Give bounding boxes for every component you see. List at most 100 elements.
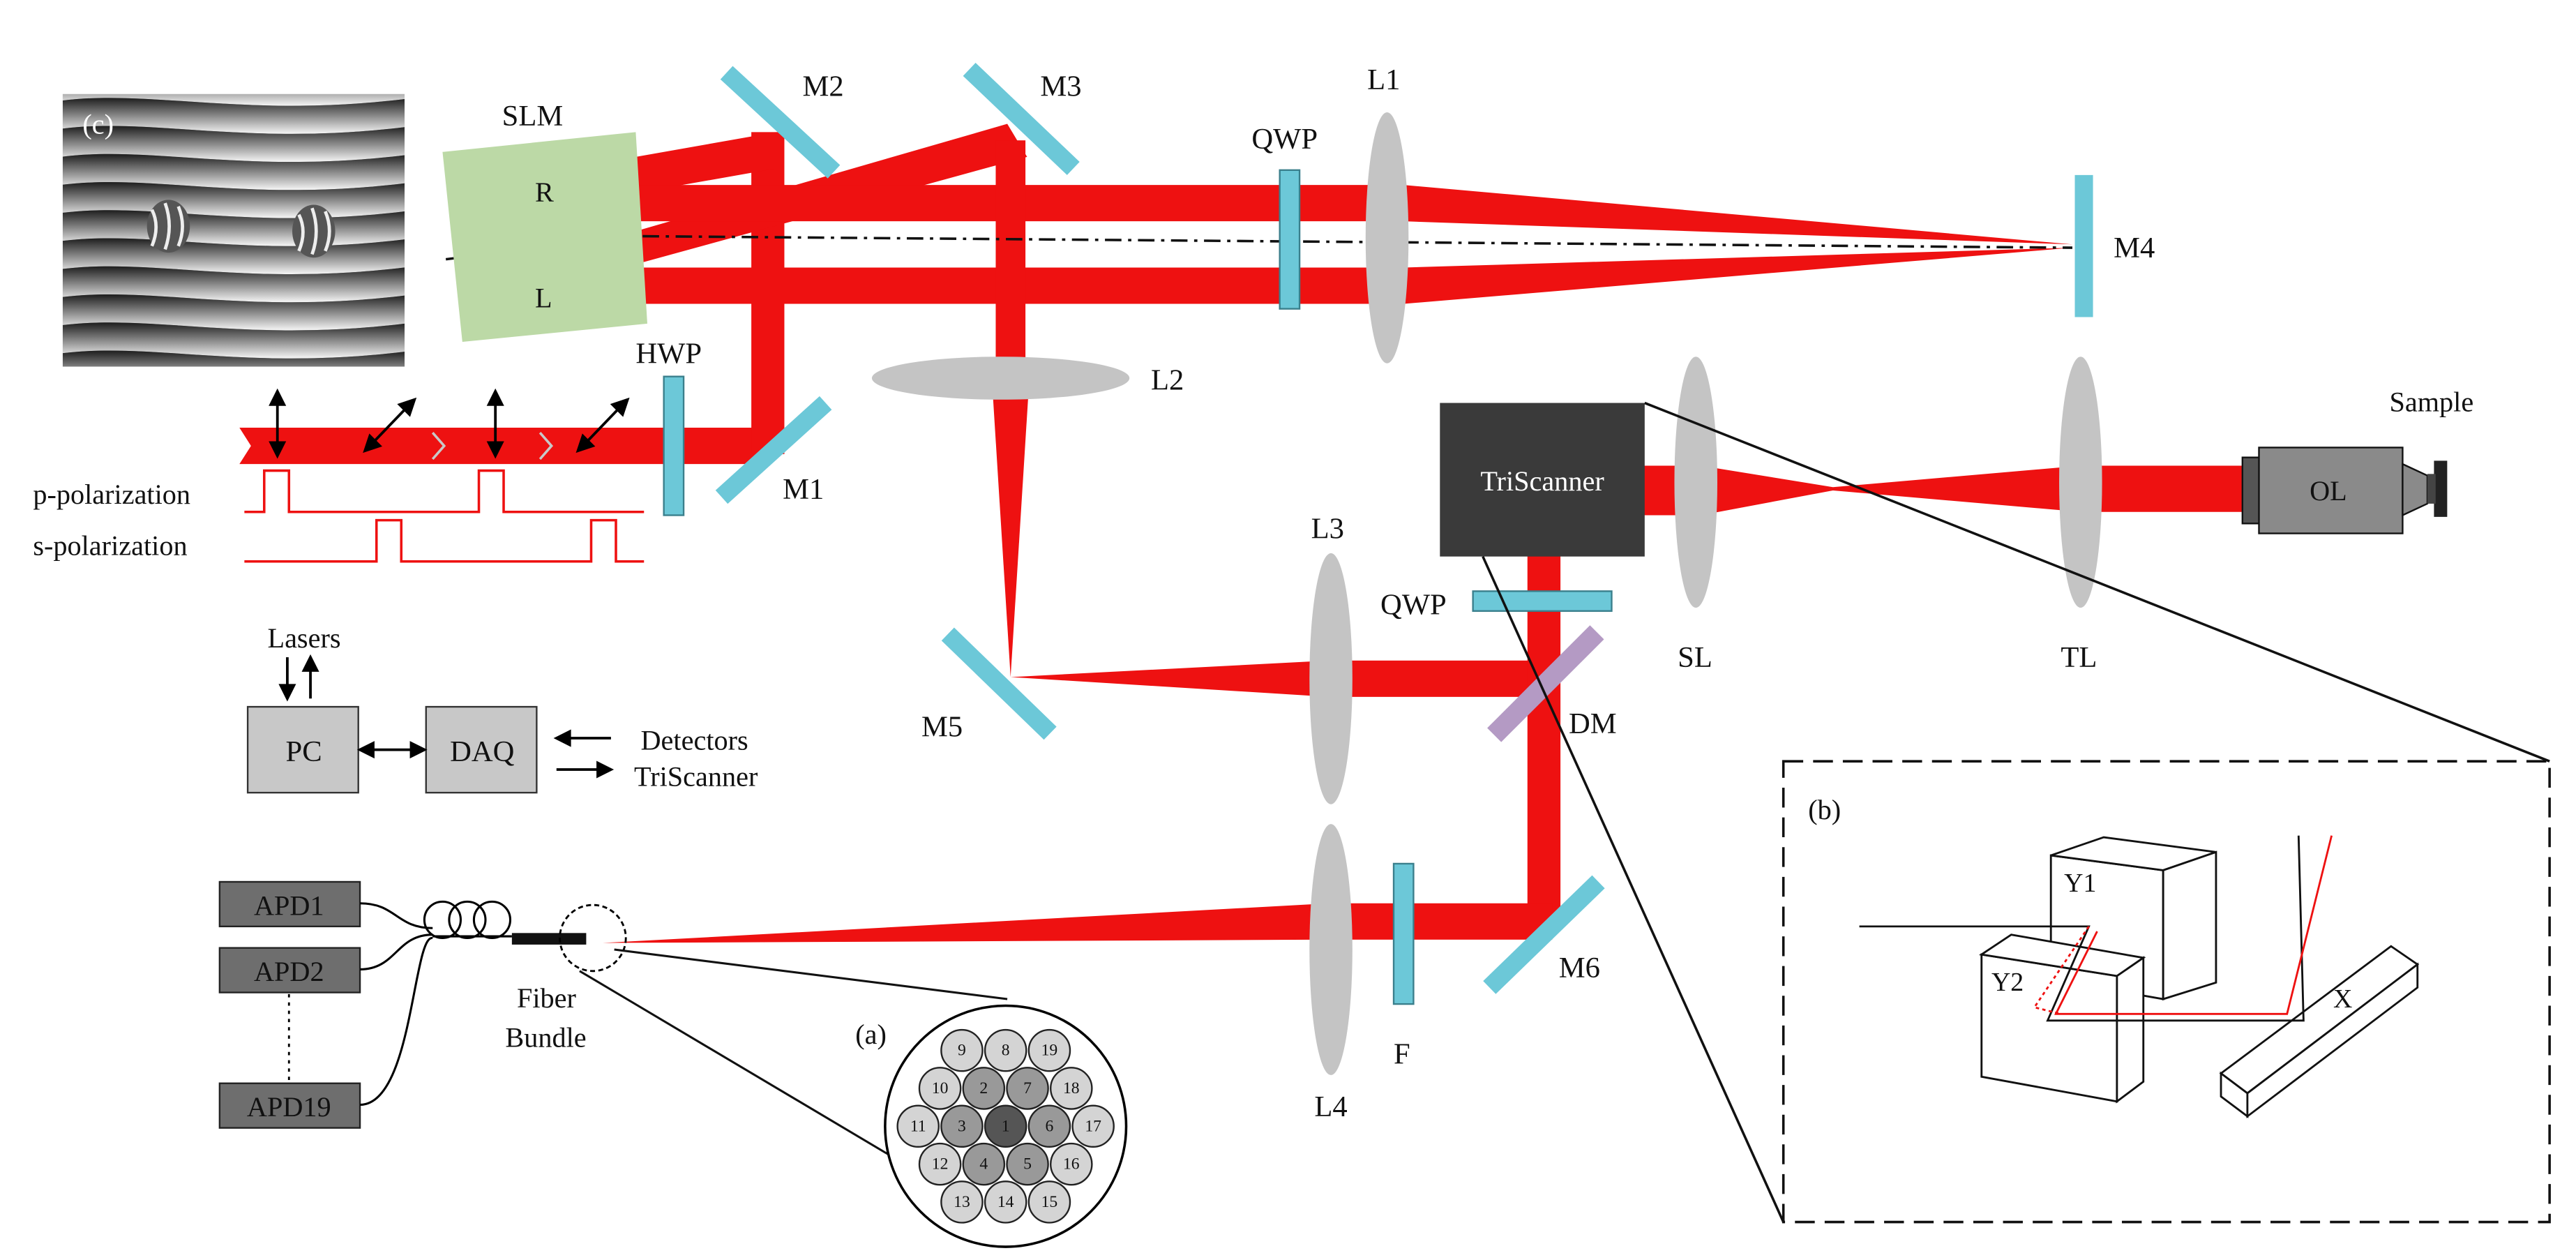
fiber-core-number: 13: [954, 1193, 970, 1211]
slm-panel: [442, 132, 647, 342]
lasers-arrows: [278, 654, 319, 702]
fiber-core-1: [984, 1104, 1027, 1148]
lens-l4: [1309, 824, 1353, 1075]
mirrors: [715, 62, 2093, 994]
fiber-core-number: 11: [910, 1117, 926, 1135]
dm-label: DM: [1569, 707, 1617, 740]
fiber-core-number: 2: [979, 1079, 988, 1097]
triscanner-label: TriScanner: [1480, 465, 1604, 497]
objective-lens: [2241, 447, 2448, 534]
phase-stripe: [62, 93, 405, 106]
m1-label: M1: [783, 473, 824, 506]
lens-sl: [1674, 357, 1717, 608]
pc-label: PC: [286, 735, 322, 768]
p-pulse-train: [244, 469, 645, 513]
fiber-core-number: 9: [958, 1042, 966, 1060]
fiber-core-19: [1027, 1028, 1071, 1072]
mirror-labels: M1 M2 M3 M4 M5 M6: [783, 70, 2155, 984]
phase-stripe: [62, 294, 405, 331]
lens-tl: [2059, 357, 2102, 608]
s-polarization-label: s-polarization: [33, 530, 187, 561]
apd-boxes: [218, 880, 361, 1129]
fiber-core-number: 3: [958, 1117, 966, 1135]
phase-stripe: [62, 350, 405, 367]
fiber-core-number: 6: [1046, 1117, 1054, 1135]
fiber-core-10: [918, 1067, 962, 1110]
qwp-mid-label: QWP: [1380, 589, 1447, 622]
slm-label: SLM: [502, 100, 564, 133]
fiber-core-number: 8: [1002, 1042, 1010, 1060]
m2-label: M2: [803, 70, 844, 103]
fiber-zoom-circle: [559, 903, 627, 973]
inset-b-frame: [1782, 760, 2551, 1224]
lens-l2: [871, 357, 1130, 400]
fiber-core-5: [1006, 1142, 1049, 1186]
fiber-core-14: [984, 1180, 1027, 1224]
sl-label: SL: [1678, 641, 1712, 674]
fiber-core-number: 16: [1063, 1155, 1080, 1173]
apd19-box: [218, 1082, 361, 1129]
m6-label: M6: [1559, 952, 1600, 984]
l3-label: L3: [1311, 513, 1344, 546]
dichroic-mirror: [1487, 625, 1604, 742]
phase-stripe: [62, 266, 405, 303]
triscanner-box: [1440, 403, 1645, 557]
m4-label: M4: [2114, 232, 2155, 264]
fiber-core-number: 5: [1023, 1155, 1032, 1173]
zoom-line-bottom: [1482, 555, 1785, 1223]
fiber-core-17: [1071, 1104, 1115, 1148]
apd1-box: [218, 880, 361, 928]
vortex-spots: [146, 200, 336, 258]
input-beam: [239, 428, 768, 465]
fiber-core-number: 17: [1085, 1117, 1101, 1135]
inset-c-phase-pattern: (c): [62, 93, 405, 367]
fiber-core-15: [1027, 1180, 1071, 1224]
zoom-line-a-bottom: [579, 970, 906, 1166]
sample-holder: [2434, 460, 2448, 517]
mirror-m5: [941, 627, 1057, 740]
inset-b-label: (b): [1808, 794, 1841, 825]
lens-l3: [1309, 553, 1353, 804]
zoom-line-top: [1644, 401, 2550, 763]
fiber-core-number: 15: [1041, 1193, 1058, 1211]
fiber-core-number: 12: [932, 1155, 949, 1173]
hwp-label: HWP: [635, 338, 702, 370]
daq-box: [425, 705, 538, 794]
fiber-core-number: 4: [979, 1155, 988, 1173]
fiber-core-7: [1006, 1067, 1049, 1110]
mirror-m3: [963, 62, 1080, 175]
mirror-y1-side: [2162, 850, 2217, 1000]
p-polarization-label: p-polarization: [33, 479, 190, 510]
polarization-arrows: [269, 388, 630, 459]
fiber-core-number: 14: [997, 1193, 1014, 1211]
beam-upper-m4: [635, 185, 2072, 245]
x-label: X: [2333, 984, 2352, 1014]
fiber-core-number: 18: [1063, 1079, 1080, 1097]
y1-label: Y1: [2064, 869, 2096, 898]
beam-l2-m5: [992, 388, 1029, 677]
pc-box: [246, 705, 359, 794]
fiber-core-number: 19: [1041, 1042, 1058, 1060]
beam-triscanner-m6: [1527, 553, 1561, 925]
mirror-x-side: [2246, 962, 2419, 1118]
scan-beam-black: [1859, 835, 2305, 1022]
qwp-top-label: QWP: [1251, 123, 1318, 156]
inset-a-label: (a): [855, 1019, 887, 1050]
beam-m6-l4: [1329, 903, 1553, 940]
m5-label: M5: [921, 711, 963, 744]
tl-label: TL: [2061, 641, 2097, 674]
mirror-y2-side: [2116, 956, 2145, 1104]
fiber-core-13: [940, 1180, 984, 1224]
fiber-label-line2: Bundle: [505, 1022, 586, 1053]
lasers-label: Lasers: [268, 622, 341, 654]
fiber-label-line1: Fiber: [517, 982, 577, 1014]
apd2-label: APD2: [254, 956, 324, 987]
ol-tip: [2402, 463, 2429, 517]
slm-l-label: L: [535, 282, 552, 313]
slm: SLM R L: [442, 100, 647, 342]
ol-label: OL: [2310, 475, 2347, 507]
qwp-mid: [1472, 590, 1613, 612]
filter-f: [1392, 862, 1415, 1005]
detectors-label: Detectors: [641, 725, 748, 756]
